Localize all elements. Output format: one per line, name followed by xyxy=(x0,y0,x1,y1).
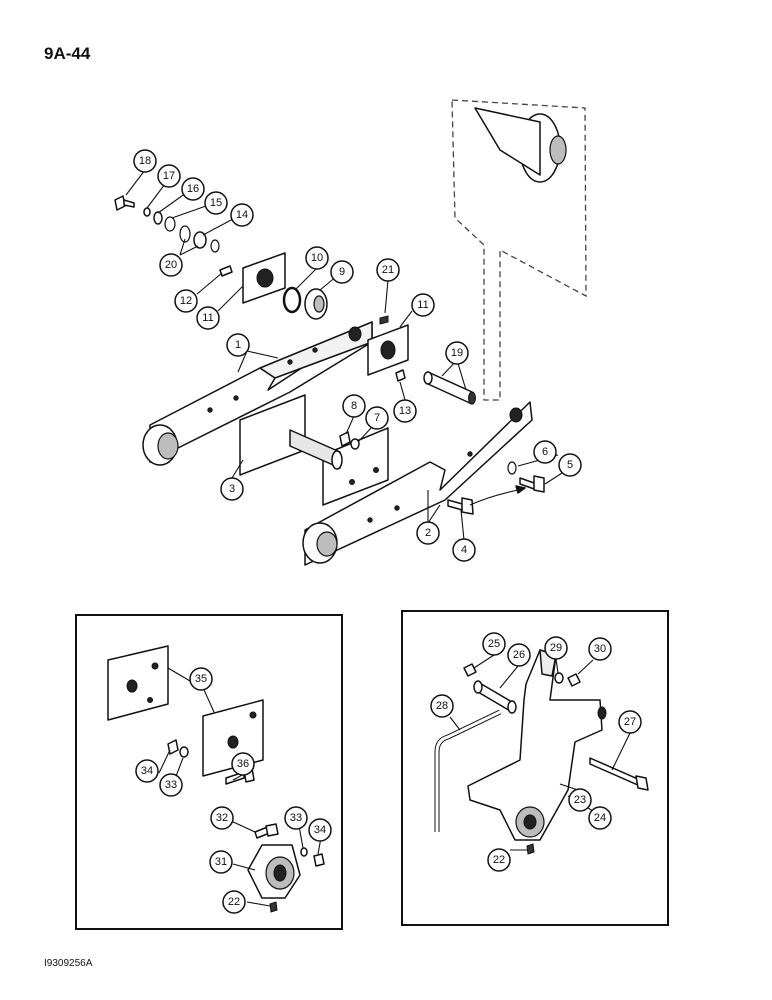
callout-3: 3 xyxy=(220,477,244,501)
bearing-plates xyxy=(242,252,409,376)
inset-support-bracket xyxy=(434,649,649,855)
svg-text:11: 11 xyxy=(202,312,213,324)
svg-text:9: 9 xyxy=(339,266,345,278)
svg-text:19: 19 xyxy=(451,347,463,359)
callout-9: 9 xyxy=(330,260,354,284)
svg-text:22: 22 xyxy=(493,854,505,866)
seal-and-bearing xyxy=(282,286,328,320)
spacer-plate-assembly xyxy=(239,394,389,506)
callout-16: 16 xyxy=(181,177,205,201)
callout-1: 1 xyxy=(226,333,250,357)
svg-text:6: 6 xyxy=(542,446,548,458)
callout-31: 31 xyxy=(209,850,233,874)
callout-36: 36 xyxy=(231,752,255,776)
callout-14: 14 xyxy=(230,203,254,227)
callout-6: 6 xyxy=(533,440,557,464)
pivot-pin xyxy=(395,369,476,405)
svg-text:16: 16 xyxy=(187,183,199,195)
svg-text:33: 33 xyxy=(290,812,302,824)
svg-text:23: 23 xyxy=(574,794,586,806)
svg-text:1: 1 xyxy=(235,339,241,351)
callout-22-right: 22 xyxy=(487,848,511,872)
svg-text:15: 15 xyxy=(210,197,222,209)
callout-30: 30 xyxy=(588,637,612,661)
svg-text:13: 13 xyxy=(399,405,411,417)
callout-22-left: 22 xyxy=(222,890,246,914)
right-inset-leaders xyxy=(449,654,631,851)
callout-5: 5 xyxy=(558,453,582,477)
callout-27: 27 xyxy=(618,710,642,734)
inset-hanger-bracket xyxy=(247,823,325,913)
svg-text:17: 17 xyxy=(163,170,175,182)
callout-33-bottom: 33 xyxy=(284,806,308,830)
svg-text:29: 29 xyxy=(550,642,562,654)
svg-text:18: 18 xyxy=(139,155,151,167)
svg-text:5: 5 xyxy=(567,459,573,471)
upper-drawbar xyxy=(142,321,373,466)
svg-text:4: 4 xyxy=(461,544,467,556)
callout-28: 28 xyxy=(430,694,454,718)
svg-text:7: 7 xyxy=(374,412,380,424)
callout-29: 29 xyxy=(544,636,568,660)
lower-hardware xyxy=(339,431,545,515)
svg-text:28: 28 xyxy=(436,700,448,712)
svg-text:12: 12 xyxy=(180,295,192,307)
lower-drawbar xyxy=(302,401,533,566)
callout-19: 19 xyxy=(445,341,469,365)
svg-text:35: 35 xyxy=(195,673,207,685)
callout-20: 20 xyxy=(159,253,183,277)
frame-outline xyxy=(451,99,587,401)
callout-13: 13 xyxy=(393,399,417,423)
svg-text:34: 34 xyxy=(141,765,153,777)
svg-text:22: 22 xyxy=(228,896,240,908)
callout-10: 10 xyxy=(305,246,329,270)
svg-text:32: 32 xyxy=(216,812,228,824)
page-number: 9A-44 xyxy=(44,44,91,63)
svg-text:11: 11 xyxy=(417,299,428,311)
callout-12: 12 xyxy=(174,289,198,313)
callout-33-top: 33 xyxy=(159,773,183,797)
callout-26: 26 xyxy=(507,643,531,667)
svg-text:14: 14 xyxy=(236,209,248,221)
svg-text:31: 31 xyxy=(215,856,227,868)
callout-18: 18 xyxy=(133,149,157,173)
svg-text:21: 21 xyxy=(382,264,394,276)
svg-text:25: 25 xyxy=(488,638,500,650)
callout-15: 15 xyxy=(204,191,228,215)
svg-text:33: 33 xyxy=(165,779,177,791)
callout-35: 35 xyxy=(189,667,213,691)
svg-text:36: 36 xyxy=(237,758,249,770)
callout-21: 21 xyxy=(376,258,400,282)
main-leaders xyxy=(125,169,574,541)
figure-code: I9309256A xyxy=(44,958,93,969)
svg-text:34: 34 xyxy=(314,824,326,836)
callout-8: 8 xyxy=(342,394,366,418)
svg-text:30: 30 xyxy=(594,643,606,655)
callout-17: 17 xyxy=(157,164,181,188)
callout-11-left: 11 xyxy=(196,306,220,330)
callout-2: 2 xyxy=(416,521,440,545)
svg-text:20: 20 xyxy=(165,259,177,271)
callout-34-top: 34 xyxy=(135,759,159,783)
callout-4: 4 xyxy=(452,538,476,562)
callout-24: 24 xyxy=(588,806,612,830)
callout-7: 7 xyxy=(365,406,389,430)
callout-11-right: 11 xyxy=(411,293,435,317)
callout-25: 25 xyxy=(482,632,506,656)
svg-text:3: 3 xyxy=(229,483,235,495)
svg-text:26: 26 xyxy=(513,649,525,661)
svg-text:10: 10 xyxy=(311,252,323,264)
svg-text:2: 2 xyxy=(425,527,431,539)
svg-text:8: 8 xyxy=(351,400,357,412)
callout-23: 23 xyxy=(568,788,592,812)
callout-32: 32 xyxy=(210,806,234,830)
svg-text:24: 24 xyxy=(594,812,606,824)
callout-34-bottom: 34 xyxy=(308,818,332,842)
svg-text:27: 27 xyxy=(624,716,636,728)
